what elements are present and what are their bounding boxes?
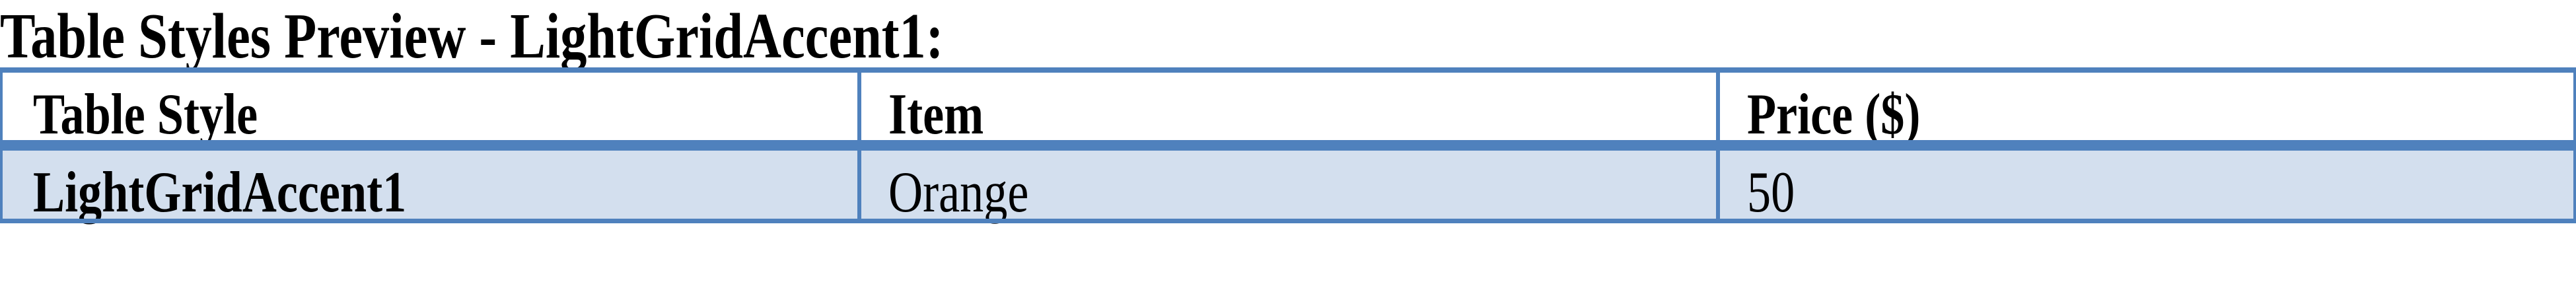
column-divider xyxy=(1716,67,1720,223)
header-label: Item xyxy=(888,83,984,147)
header-cell-price: Price ($) xyxy=(1718,73,2576,144)
table-row xyxy=(0,151,2576,219)
header-bottom-border xyxy=(0,140,2576,151)
page-title: Table Styles Preview - LightGridAccent1: xyxy=(0,1,944,72)
table-cell-price: 50 xyxy=(1747,161,1795,225)
table-right-border xyxy=(2573,67,2576,223)
table-top-border xyxy=(0,67,2576,73)
header-cell-table-style: Table Style xyxy=(0,73,859,144)
header-label: Table Style xyxy=(33,83,258,147)
table-bottom-border xyxy=(0,219,2576,223)
header-cell-item: Item xyxy=(859,73,1718,144)
table-cell-item: Orange xyxy=(888,161,1029,225)
table-cell-style: LightGridAccent1 xyxy=(33,161,407,225)
column-divider xyxy=(857,67,861,223)
header-label: Price ($) xyxy=(1747,83,1921,147)
table-left-border xyxy=(0,67,3,223)
